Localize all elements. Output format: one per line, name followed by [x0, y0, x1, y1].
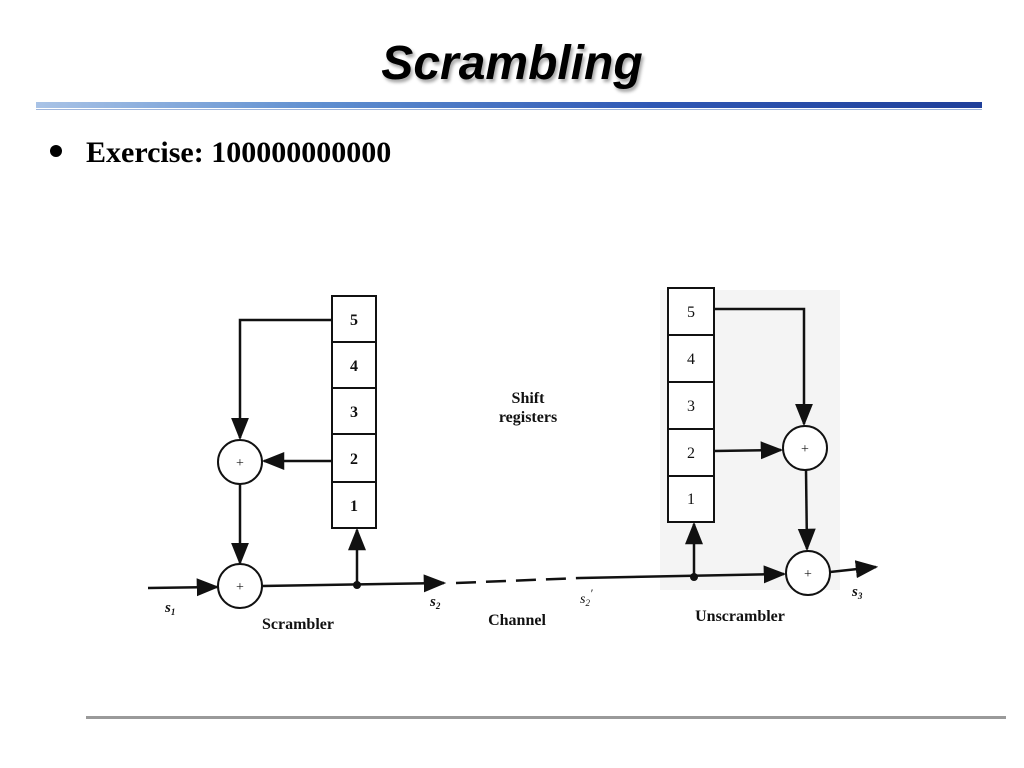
footer-rule — [86, 716, 1006, 719]
unscrambler-xor-upper — [782, 425, 828, 471]
unscrambler-input-line — [579, 565, 787, 584]
scrambler-xor-lower-symbol: + — [236, 580, 244, 595]
scrambler-input-label: s1 — [164, 600, 175, 617]
scrambler-register-4-label: 4 — [350, 358, 358, 375]
unscrambler-xor-upper-symbol: + — [801, 442, 809, 457]
unscrambler-register-2 — [667, 428, 715, 477]
scrambler-input-line — [147, 578, 220, 597]
bullet-icon — [50, 145, 62, 158]
unscrambler-output-label: s3 — [851, 584, 863, 601]
unscrambler-xor-link — [797, 469, 816, 552]
scrambler-feedback-5 — [231, 318, 332, 441]
unscrambler-register-1 — [667, 475, 715, 523]
channel-caption: Channel — [488, 612, 546, 629]
unscrambler-tap-2 — [713, 441, 784, 460]
scrambler-register-2-label: 2 — [350, 451, 358, 468]
unscrambler-xor-lower-symbol: + — [804, 567, 812, 582]
title-underline-thin — [36, 109, 982, 110]
shift-registers-label-line2: registers — [499, 409, 557, 426]
scrambler-xor-upper-symbol: + — [236, 456, 244, 471]
scrambler-register-2 — [331, 433, 377, 483]
title-underline — [36, 102, 982, 108]
received-signal-label: s2′ — [580, 586, 593, 608]
unscrambler-register-3 — [667, 381, 715, 430]
unscrambler-register-5 — [667, 287, 715, 336]
scrambler-register-stack — [331, 295, 377, 529]
scrambler-caption: Scrambler — [262, 616, 334, 633]
unscrambler-caption: Unscrambler — [695, 608, 785, 625]
bullet-item: Exercise: 100000000000 — [50, 136, 391, 170]
scrambler-output-label: s2 — [429, 594, 441, 611]
scrambler-output-line — [261, 574, 447, 593]
unscrambler-register-5-label: 5 — [687, 304, 695, 321]
scrambler-register-1-label: 1 — [350, 498, 358, 515]
unscrambler-tap-5 — [714, 307, 813, 427]
unscrambler-register-2-label: 2 — [687, 445, 695, 462]
scrambler-register-3-label: 3 — [350, 404, 358, 421]
unscrambler-register-stack — [667, 287, 715, 523]
channel-dashed-line — [455, 576, 581, 585]
unscrambler-register-3-label: 3 — [687, 398, 695, 415]
scrambler-register-1 — [331, 481, 377, 529]
shift-registers-label-line1: Shift — [512, 390, 546, 407]
scrambler-register-5-label: 5 — [350, 312, 358, 329]
bullet-text: Exercise: 100000000000 — [86, 136, 392, 169]
scrambler-register-4 — [331, 341, 377, 389]
unscrambler-register-1-label: 1 — [687, 491, 695, 508]
scrambler-register-5 — [331, 295, 377, 343]
unscrambler-register-4-label: 4 — [687, 351, 695, 368]
unscrambler-output-line — [829, 560, 879, 579]
slide-title: Scrambling — [381, 37, 643, 90]
